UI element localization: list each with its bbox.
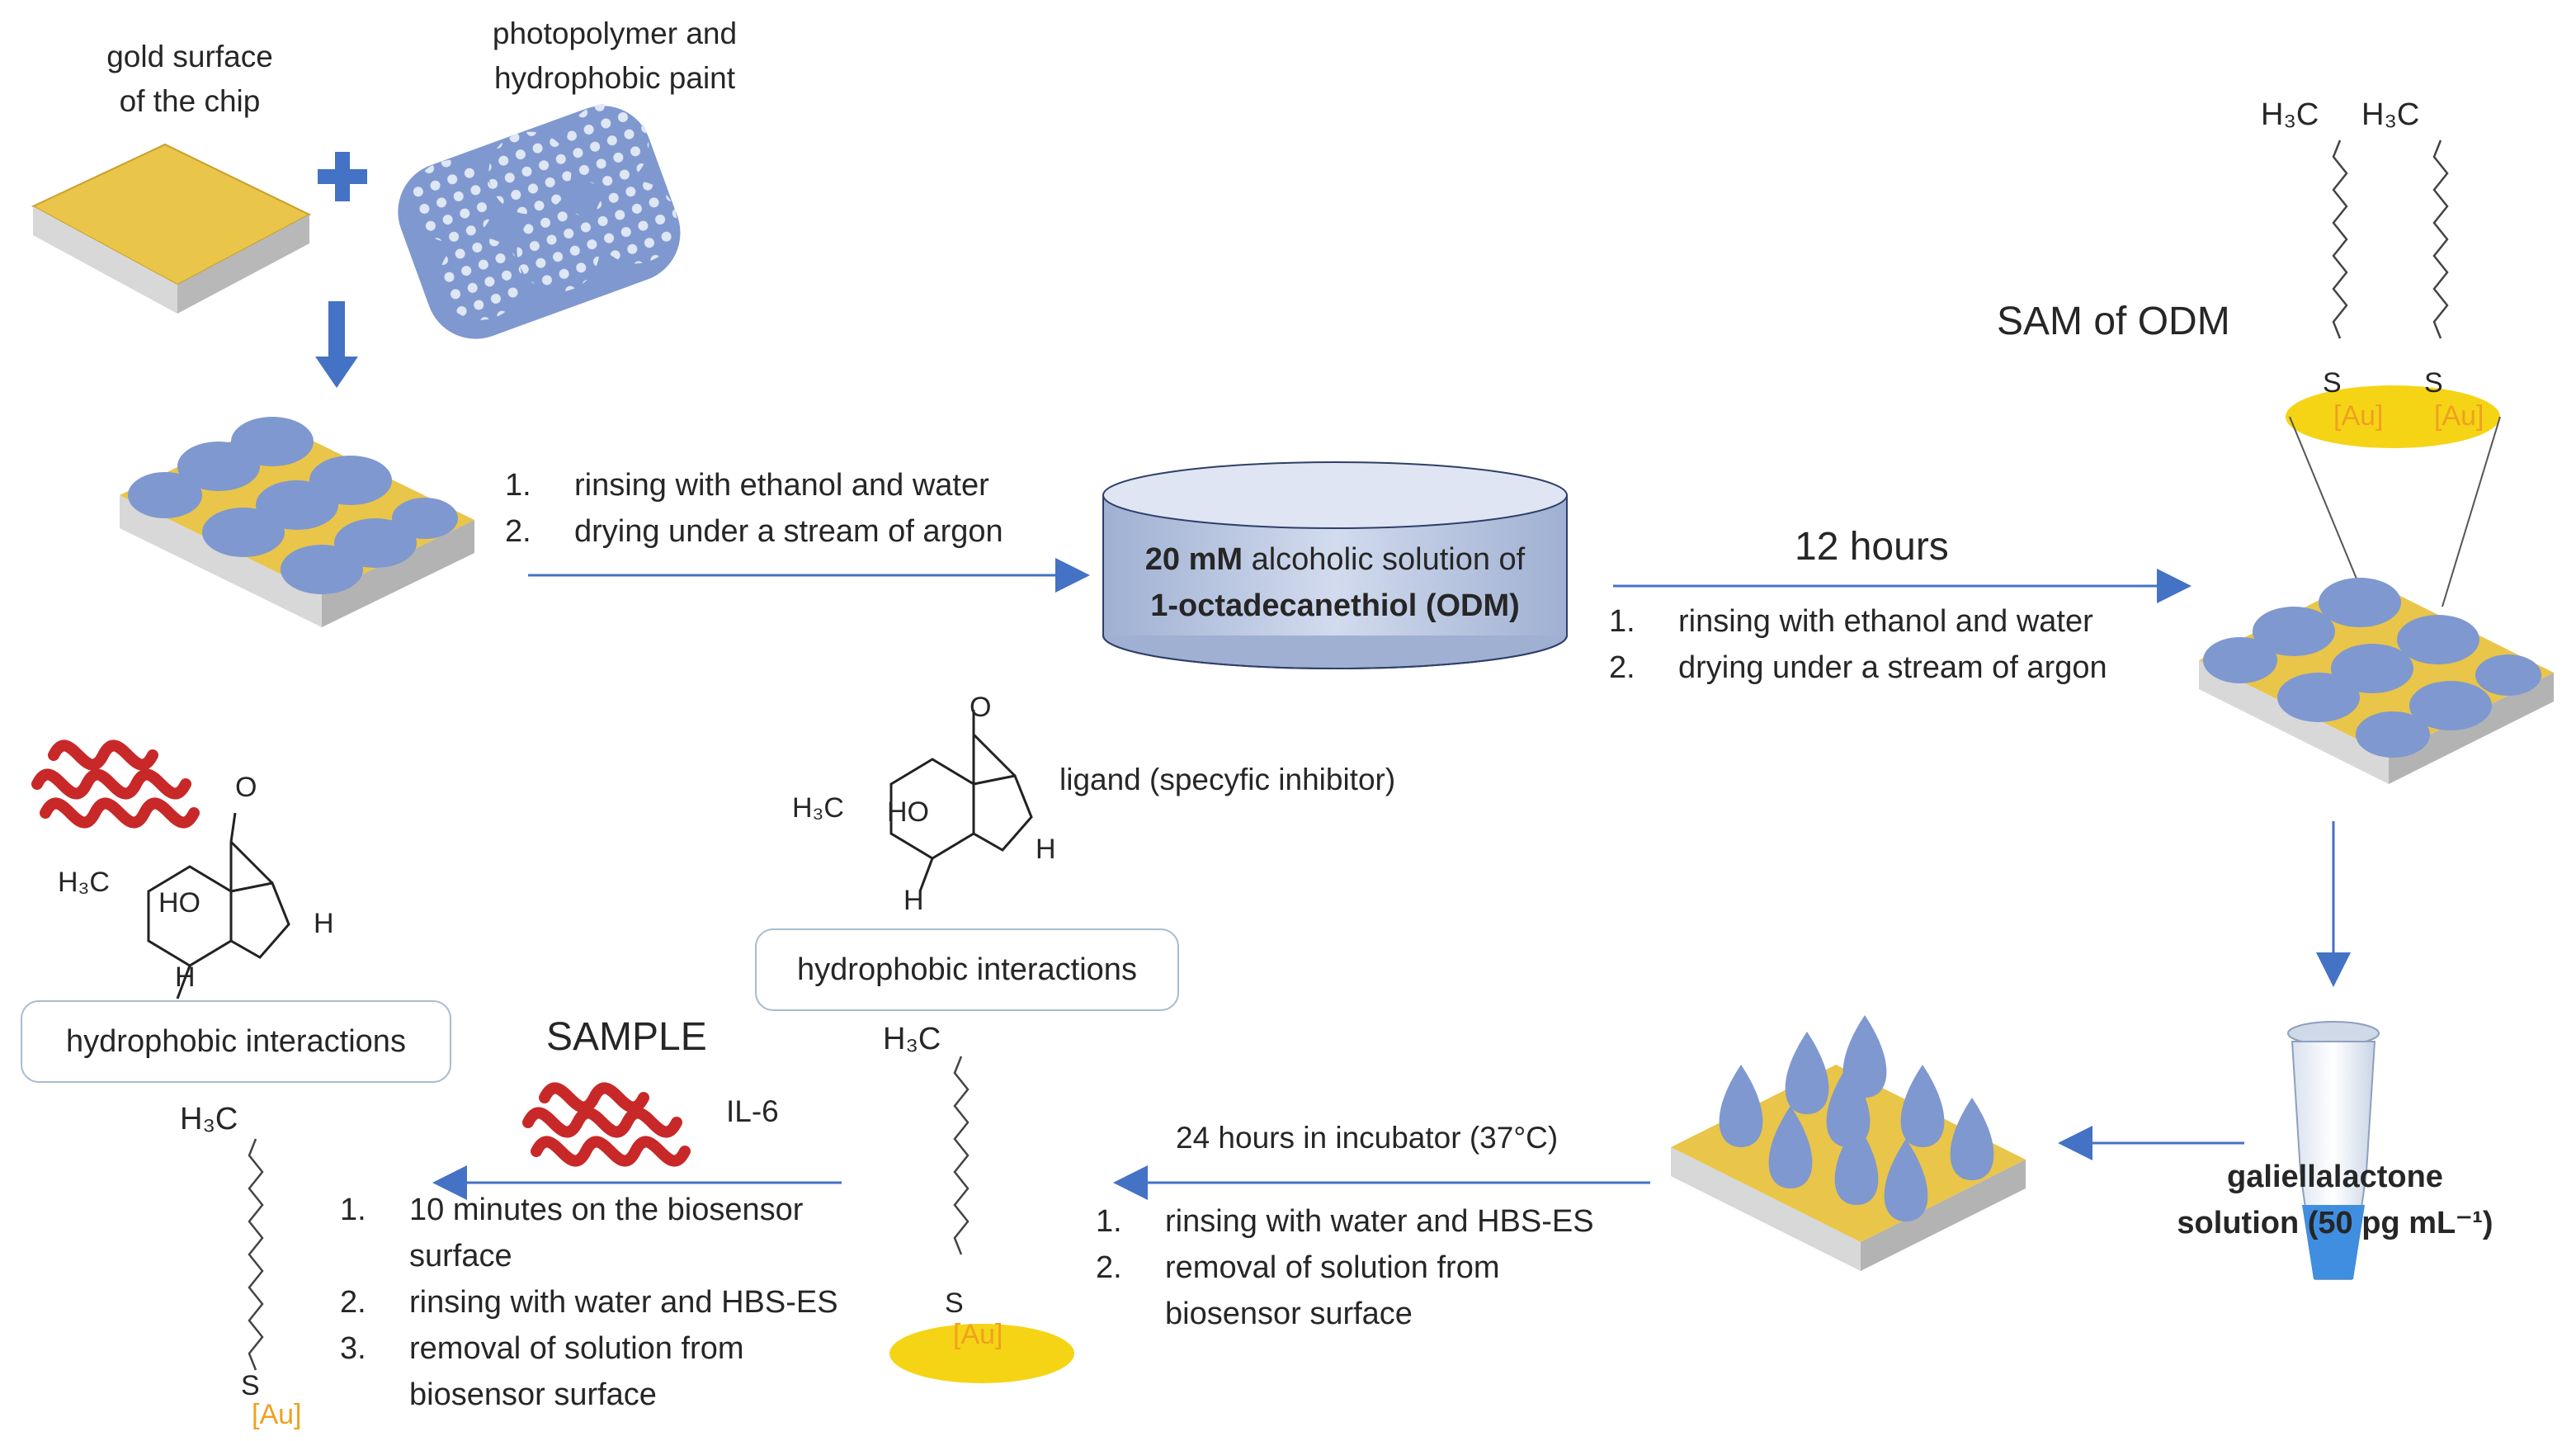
protein-bound xyxy=(31,739,200,829)
ligand-label: ligand (specyfic inhibitor) xyxy=(1059,763,1396,796)
steps-rinse-3: 1. rinsing with water and HBS-ES 2. remova… xyxy=(1096,1198,1594,1337)
step-text: rinsing with water and HBS-ES xyxy=(409,1285,838,1320)
step-number: 2. xyxy=(340,1285,366,1320)
step-text: removal of solution from xyxy=(1165,1250,1500,1285)
gold-surface-label: gold surface of the chip xyxy=(83,35,297,123)
h3c-label: H₃C xyxy=(180,1102,238,1136)
photopolymer-line1: photopolymer and xyxy=(492,17,738,50)
au-disc-middle xyxy=(889,1324,1074,1383)
sulfur-label: S xyxy=(241,1370,260,1401)
patterned-chip-right xyxy=(2199,578,2554,784)
galiellalactone-line1: galiellalactone xyxy=(2227,1160,2443,1194)
concentration: 20 mM xyxy=(1144,542,1243,577)
patterned-chip-left xyxy=(120,417,474,627)
hydrogen-label: H xyxy=(903,885,924,916)
hydrogen-label: H xyxy=(314,908,334,939)
cylinder-line2: 1-octadecanethiol (ODM) xyxy=(1150,588,1520,623)
sam-chains xyxy=(2332,139,2449,339)
step-number: 2. xyxy=(1609,650,1635,685)
step-number: 2. xyxy=(1096,1250,1122,1285)
hydrophobic-interactions-box: hydrophobic interactions xyxy=(755,928,1179,1011)
cylinder-line1: alcoholic solution of xyxy=(1243,542,1526,577)
step-text: rinsing with ethanol and water xyxy=(574,468,989,503)
twelve-hours-label: 12 hours xyxy=(1795,525,1949,569)
gold-chip xyxy=(31,143,312,314)
step-number: 3. xyxy=(340,1331,366,1366)
steps-rinse-2: 1. rinsing with ethanol and water 2. dryin… xyxy=(1609,598,2107,691)
hydrogen-label: H xyxy=(1036,834,1056,865)
au-label: [Au] xyxy=(2434,400,2484,432)
au-disc-top xyxy=(2286,385,2500,448)
sulfur-label: S xyxy=(945,1287,964,1319)
sulfur-label: S xyxy=(2424,367,2443,399)
h3c-label: H₃C xyxy=(58,867,110,898)
h3c-label: H₃C xyxy=(792,792,844,824)
step-number: 1. xyxy=(505,468,531,503)
step-text-cont: surface xyxy=(409,1239,512,1273)
step-number: 2. xyxy=(505,514,531,549)
ligand-molecule-bound xyxy=(147,812,290,999)
il6-label: IL-6 xyxy=(726,1094,779,1128)
step-text: rinsing with water and HBS-ES xyxy=(1165,1204,1594,1239)
steps-sample: 1. 10 minutes on the biosensor surface 2.… xyxy=(340,1187,838,1418)
photopolymer-line2: hydrophobic paint xyxy=(493,60,736,95)
step-text: removal of solution from xyxy=(409,1331,744,1366)
step-number: 1. xyxy=(1609,604,1635,639)
ligand-molecule xyxy=(889,710,1033,892)
sam-label: SAM of ODM xyxy=(1997,300,2230,343)
h3c-label: H₃C xyxy=(883,1022,941,1056)
galiellalactone-label: galiellalactone solution (50 pg mL⁻¹) xyxy=(2129,1154,2541,1246)
photopolymer-mask xyxy=(398,103,681,339)
sam-chain-left xyxy=(248,1138,264,1371)
oxygen-label: O xyxy=(235,772,257,803)
photopolymer-label: photopolymer and hydrophobic paint xyxy=(446,12,784,100)
sulfur-label: S xyxy=(2323,367,2342,399)
galiellalactone-line2: solution (50 pg mL⁻¹) xyxy=(2177,1206,2493,1240)
droplet-chip xyxy=(1671,1015,2026,1271)
step-text: drying under a stream of argon xyxy=(1678,650,2107,685)
step-text: rinsing with ethanol and water xyxy=(1678,604,2093,639)
steps-rinse-1: 1. rinsing with ethanol and water 2. dryin… xyxy=(505,462,1003,555)
step-text: drying under a stream of argon xyxy=(574,514,1003,549)
eppendorf-tube xyxy=(2287,1021,2380,1280)
zoom-line-right xyxy=(2442,416,2501,607)
au-label: [Au] xyxy=(2333,400,2384,432)
hydrophobic-interactions-box-left: hydrophobic interactions xyxy=(21,1000,451,1083)
sam-chain-middle xyxy=(953,1056,970,1255)
oxygen-label: O xyxy=(970,692,992,723)
incubator-label: 24 hours in incubator (37°C) xyxy=(1176,1121,1559,1155)
gold-surface-line1: gold surface xyxy=(106,40,273,73)
plus-icon xyxy=(318,152,367,201)
step-text: 10 minutes on the biosensor xyxy=(409,1193,804,1227)
step-number: 1. xyxy=(1096,1204,1122,1239)
hydrogen-label: H xyxy=(175,961,196,993)
h3c-label: H₃C xyxy=(2361,97,2420,132)
step-text-cont: biosensor surface xyxy=(409,1377,657,1412)
hydroxyl-label: HO xyxy=(887,796,929,828)
step-text-cont: biosensor surface xyxy=(1165,1297,1413,1331)
step-number: 1. xyxy=(340,1193,366,1227)
hydroxyl-label: HO xyxy=(158,887,201,919)
il6-protein xyxy=(522,1082,691,1167)
au-label: [Au] xyxy=(953,1319,1003,1350)
down-arrow xyxy=(315,301,358,388)
zoom-line-left xyxy=(2289,416,2369,607)
odm-solution-cylinder xyxy=(1102,461,1568,669)
cylinder-label: 20 mM alcoholic solution of 1-octadecane… xyxy=(1106,536,1564,629)
sample-label: SAMPLE xyxy=(546,1015,707,1059)
gold-surface-line2: of the chip xyxy=(119,83,261,118)
h3c-label: H₃C xyxy=(2261,97,2319,132)
au-label: [Au] xyxy=(252,1399,302,1430)
